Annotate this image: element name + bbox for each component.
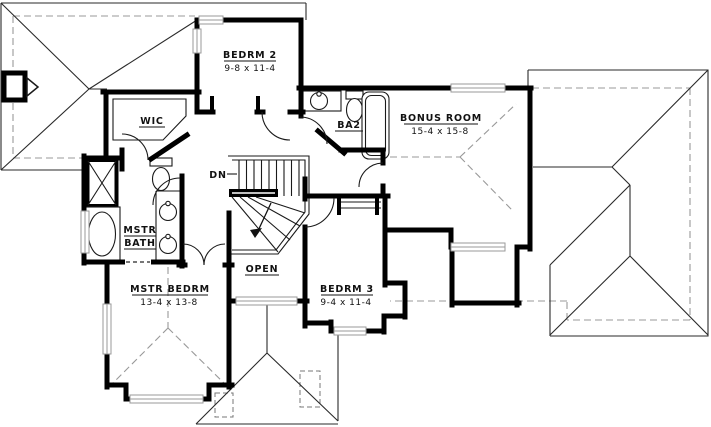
mstr-bath-label-line2: BATH (124, 238, 156, 249)
bathtub-icon (84, 206, 121, 263)
bonus-room-dims: 15-4 x 15-8 (411, 127, 468, 137)
stair-arrow-icon (250, 202, 272, 238)
dashed-box (299, 370, 321, 408)
door-arc (299, 116, 328, 145)
mstr-bath-label-line1: MSTR (123, 225, 156, 236)
sink-icon (309, 91, 329, 111)
door-arc (358, 162, 384, 188)
shower-icon (85, 158, 119, 208)
window (450, 83, 506, 93)
windows-layer (80, 15, 506, 404)
window (235, 296, 298, 306)
stairs-dn-label: DN (209, 170, 226, 181)
window (333, 326, 367, 336)
pocket-door (125, 258, 151, 266)
window (80, 210, 90, 254)
chimney-icon (1, 70, 40, 103)
interior-thin-lines (112, 90, 381, 261)
window (450, 242, 506, 252)
bedrm3-closet-shelf (339, 201, 381, 209)
bedrm2-dims: 9-8 x 11-4 (224, 64, 275, 74)
window (129, 394, 204, 404)
wic-shelves (112, 98, 187, 141)
bedrm2-label: BEDRM 2 (223, 50, 277, 61)
fixtures (84, 90, 390, 263)
mstr-bedrm-dims: 13-4 x 13-8 (140, 298, 197, 308)
sink-icon (158, 200, 178, 255)
bathtub-icon (361, 91, 390, 160)
bedrm3-label: BEDRM 3 (320, 284, 374, 295)
bedrm3-dims: 9-4 x 11-4 (320, 298, 371, 308)
double-door-arcs (182, 243, 226, 266)
door-arc (121, 133, 149, 161)
mstr-bedrm-label: MSTR BEDRM (130, 284, 210, 295)
wic-label: WIC (140, 116, 163, 127)
toilet-icon (345, 90, 364, 123)
door-arcs (121, 111, 384, 266)
window (102, 303, 112, 355)
ba2-label: BA2 (337, 120, 361, 131)
walls-layer (81, 17, 534, 402)
staircase (227, 155, 310, 255)
labels-layer: BEDRM 2 9-8 x 11-4 WIC BA2 BONUS ROOM 15… (123, 50, 482, 308)
bonus-room-label: BONUS ROOM (400, 113, 482, 124)
open-label: OPEN (246, 264, 279, 275)
window (198, 15, 224, 25)
window (192, 28, 202, 54)
dashed-roof-lines (12, 15, 691, 418)
door-arc (152, 177, 181, 206)
door-arc (304, 197, 335, 228)
door-arc (261, 111, 291, 141)
